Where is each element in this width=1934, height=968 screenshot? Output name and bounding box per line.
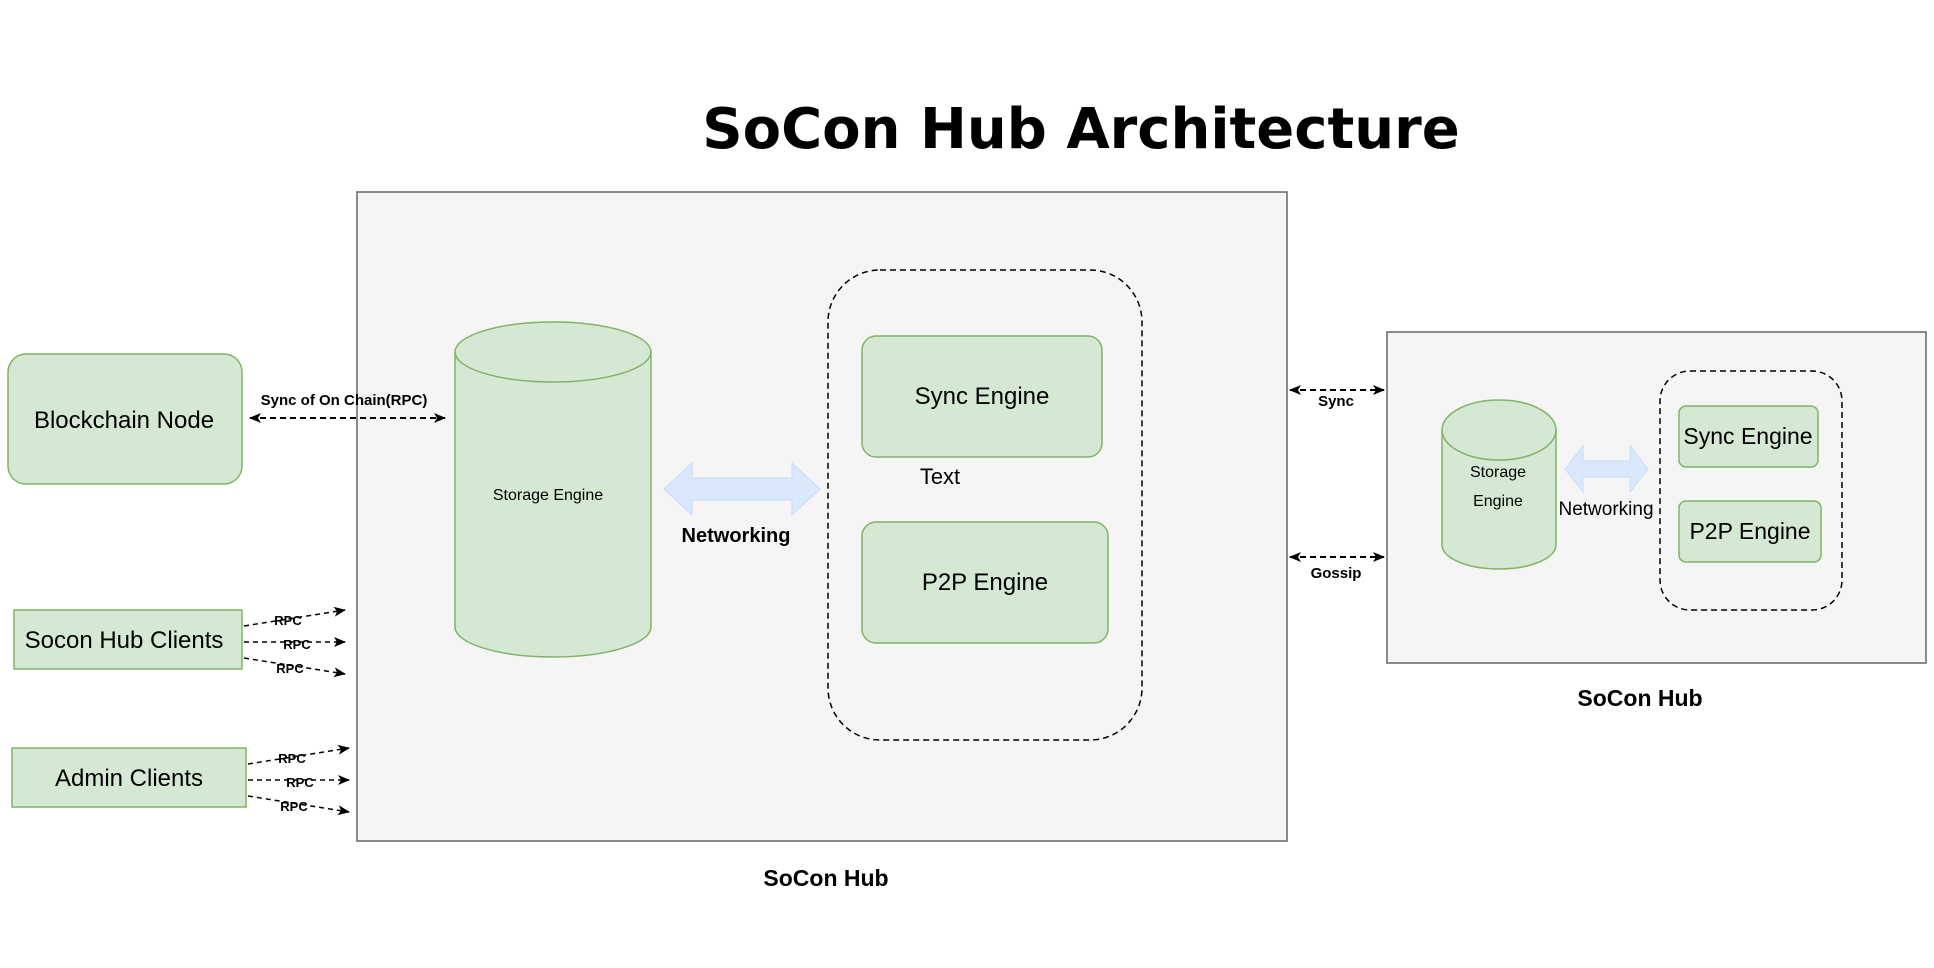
main-hub-caption: SoCon Hub xyxy=(763,865,888,891)
peer-storage-engine-label-line2: Engine xyxy=(1473,493,1523,510)
peer-p2p-engine xyxy=(1678,500,1822,563)
peer-sync-engine-label: Sync Engine xyxy=(1683,423,1812,449)
peer-storage-engine-label-line1: Storage xyxy=(1470,464,1526,481)
admin-clients-label: Admin Clients xyxy=(55,765,203,792)
hub-sync-label: Sync xyxy=(1318,393,1354,410)
blockchain-sync-label: Sync of On Chain(RPC) xyxy=(261,392,428,409)
diagram-title: SoCon Hub Architecture xyxy=(702,97,1459,162)
main-sync-engine-label: Sync Engine xyxy=(915,383,1050,410)
main-p2p-engine-label: P2P Engine xyxy=(922,569,1048,596)
socon-clients-rpc-connector-1 xyxy=(243,606,346,627)
main-p2p-engine xyxy=(861,521,1109,644)
admin-clients-rpc-label-3: RPC xyxy=(280,799,308,814)
peer-networking-label: Networking xyxy=(1558,499,1653,520)
main-free-text: Text xyxy=(920,464,960,489)
admin-clients-rpc-label-1: RPC xyxy=(278,751,306,766)
main-engines-group xyxy=(827,269,1143,741)
admin-clients xyxy=(11,747,247,808)
socon-clients-rpc-label-1: RPC xyxy=(274,613,302,628)
socon-hub-clients xyxy=(13,609,243,670)
peer-sync-engine xyxy=(1678,405,1819,468)
peer-hub-caption: SoCon Hub xyxy=(1577,685,1702,711)
socon-clients-rpc-label-2: RPC xyxy=(283,637,311,652)
socon-clients-rpc-connector-3 xyxy=(243,657,346,678)
main-networking-label: Networking xyxy=(682,525,791,547)
admin-clients-rpc-connector-3 xyxy=(247,795,350,816)
main-sync-engine xyxy=(861,335,1103,458)
peer-storage-engine: Storage Engine xyxy=(1441,399,1557,570)
main-storage-engine: Storage Engine xyxy=(454,321,652,658)
main-storage-engine-label: Storage Engine xyxy=(493,487,603,504)
admin-clients-rpc-connector-1 xyxy=(247,744,350,765)
blockchain-node-label: Blockchain Node xyxy=(34,407,214,434)
hub-gossip-label: Gossip xyxy=(1311,565,1362,582)
socon-hub-clients-label: Socon Hub Clients xyxy=(25,627,224,654)
peer-engines-group xyxy=(1659,370,1843,611)
peer-networking-arrow xyxy=(1564,444,1649,494)
admin-clients-rpc-label-2: RPC xyxy=(286,775,314,790)
socon-clients-rpc-label-3: RPC xyxy=(276,661,304,676)
blockchain-node xyxy=(7,353,243,485)
peer-p2p-engine-label: P2P Engine xyxy=(1689,518,1810,544)
main-networking-arrow xyxy=(663,461,821,517)
